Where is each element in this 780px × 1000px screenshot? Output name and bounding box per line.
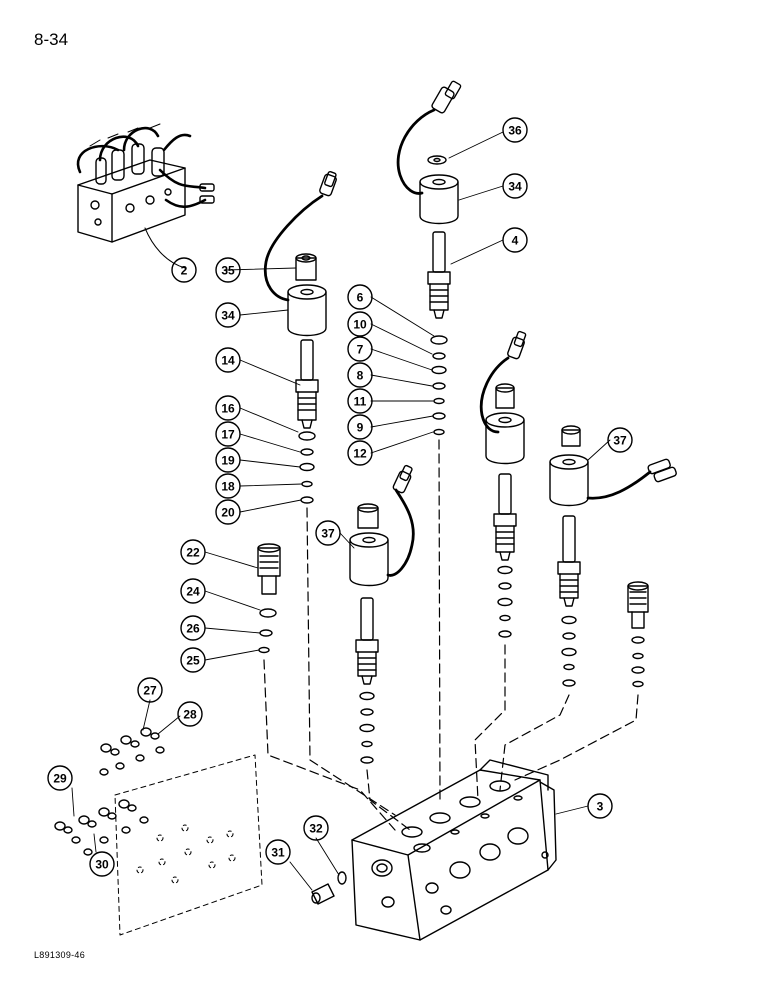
callout-22: 22	[180, 539, 206, 565]
callout-4: 4	[502, 227, 528, 253]
callout-20-label: 20	[221, 506, 235, 520]
callout-27-label: 27	[143, 684, 157, 698]
callout-4-label: 4	[512, 234, 519, 248]
callout-28: 28	[177, 701, 203, 727]
callout-28-label: 28	[183, 708, 197, 722]
callout-37-left: 37	[315, 520, 341, 546]
callout-29: 29	[47, 765, 73, 791]
manifold-block	[351, 759, 557, 941]
callout-8-label: 8	[357, 369, 364, 383]
callout-34-top: 34	[502, 173, 528, 199]
callout-14: 14	[215, 347, 241, 373]
callout-30: 30	[89, 851, 115, 877]
assembly-guide-lines	[263, 439, 639, 831]
callout-29-label: 29	[53, 772, 67, 786]
callout-12: 12	[347, 440, 373, 466]
callout-18-label: 18	[221, 480, 235, 494]
callout-27: 27	[137, 677, 163, 703]
solenoid-valve-centre	[349, 464, 415, 764]
callout-30-label: 30	[95, 858, 109, 872]
callout-list: 36 34 4 2 35 34 6 10 7 8 11 9 12 14 16 1…	[47, 117, 633, 877]
callout-2: 2	[171, 257, 197, 283]
callout-6-label: 6	[357, 291, 364, 305]
callout-31: 31	[265, 839, 291, 865]
pressure-switch-left	[257, 543, 281, 654]
valve-assembly-thumbnail	[76, 123, 215, 243]
callout-26-label: 26	[186, 622, 200, 636]
callout-32-label: 32	[309, 822, 323, 836]
callout-11-label: 11	[354, 395, 367, 409]
callout-9: 9	[347, 414, 373, 440]
solenoid-valve-left	[263, 170, 337, 504]
callout-18: 18	[215, 473, 241, 499]
plug-31-and-ring-32	[311, 871, 347, 905]
plugs-and-rings	[54, 727, 263, 936]
callout-37-right-label: 37	[613, 434, 627, 448]
callout-19: 19	[215, 447, 241, 473]
pressure-switch-right	[627, 581, 649, 688]
callout-36-label: 36	[508, 124, 522, 138]
callout-37-right: 37	[607, 427, 633, 453]
callout-16: 16	[215, 395, 241, 421]
solenoid-valve-top	[396, 80, 462, 436]
callout-34-top-label: 34	[508, 180, 522, 194]
callout-12-label: 12	[353, 447, 367, 461]
callout-35-label: 35	[221, 264, 235, 278]
callout-24-label: 24	[186, 585, 200, 599]
callout-34-left: 34	[215, 302, 241, 328]
callout-22-label: 22	[186, 546, 200, 560]
drawing-code: L891309-46	[34, 950, 86, 960]
callout-35: 35	[215, 257, 241, 283]
callout-17: 17	[215, 421, 241, 447]
callout-26: 26	[180, 615, 206, 641]
callout-34-left-label: 34	[221, 309, 235, 323]
callout-8: 8	[347, 362, 373, 388]
callout-14-label: 14	[221, 354, 235, 368]
solenoid-valve-far-right	[549, 425, 677, 687]
callout-36: 36	[502, 117, 528, 143]
callout-7: 7	[347, 336, 373, 362]
callout-19-label: 19	[221, 454, 235, 468]
callout-16-label: 16	[221, 402, 235, 416]
callout-3-label: 3	[597, 800, 604, 814]
callout-9-label: 9	[357, 421, 364, 435]
callout-3: 3	[587, 793, 613, 819]
callout-17-label: 17	[221, 428, 235, 442]
callout-10-label: 10	[353, 318, 367, 332]
callout-7-label: 7	[357, 343, 364, 357]
callout-24: 24	[180, 578, 206, 604]
solenoid-valve-right-upper	[479, 330, 527, 638]
callout-31-label: 31	[271, 846, 285, 860]
callout-11: 11	[347, 388, 373, 414]
leader-lines	[71, 131, 611, 891]
callout-20: 20	[215, 499, 241, 525]
callout-25-label: 25	[186, 654, 200, 668]
callout-37-left-label: 37	[321, 527, 335, 541]
page-number: 8-34	[34, 30, 69, 49]
callout-2-label: 2	[181, 264, 188, 278]
callout-32: 32	[303, 815, 329, 841]
callout-25: 25	[180, 647, 206, 673]
callout-10: 10	[347, 311, 373, 337]
callout-6: 6	[347, 284, 373, 310]
